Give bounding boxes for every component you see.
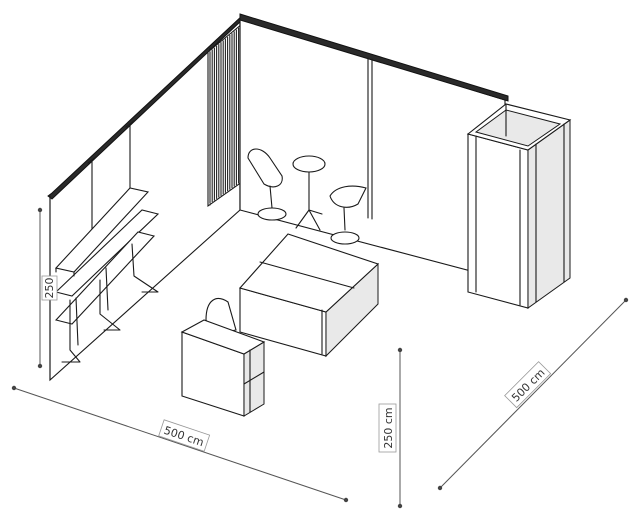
height-dimension: 250 cm [378, 347, 403, 509]
island-counter [239, 233, 380, 358]
small-height-dimension: 250 [37, 207, 58, 369]
chair-left [247, 148, 287, 221]
reception-desk [180, 319, 266, 417]
storage-tower [466, 103, 572, 309]
width-dimension: 500 cm [11, 385, 349, 503]
chair-right [329, 185, 367, 245]
slatted-wall-panel [207, 22, 243, 208]
bistro-table [292, 155, 326, 231]
small-height-label: 250 [43, 278, 56, 299]
height-label: 250 cm [382, 407, 395, 448]
depth-dimension: 500 cm [437, 297, 629, 491]
wall-shelves [54, 187, 160, 363]
